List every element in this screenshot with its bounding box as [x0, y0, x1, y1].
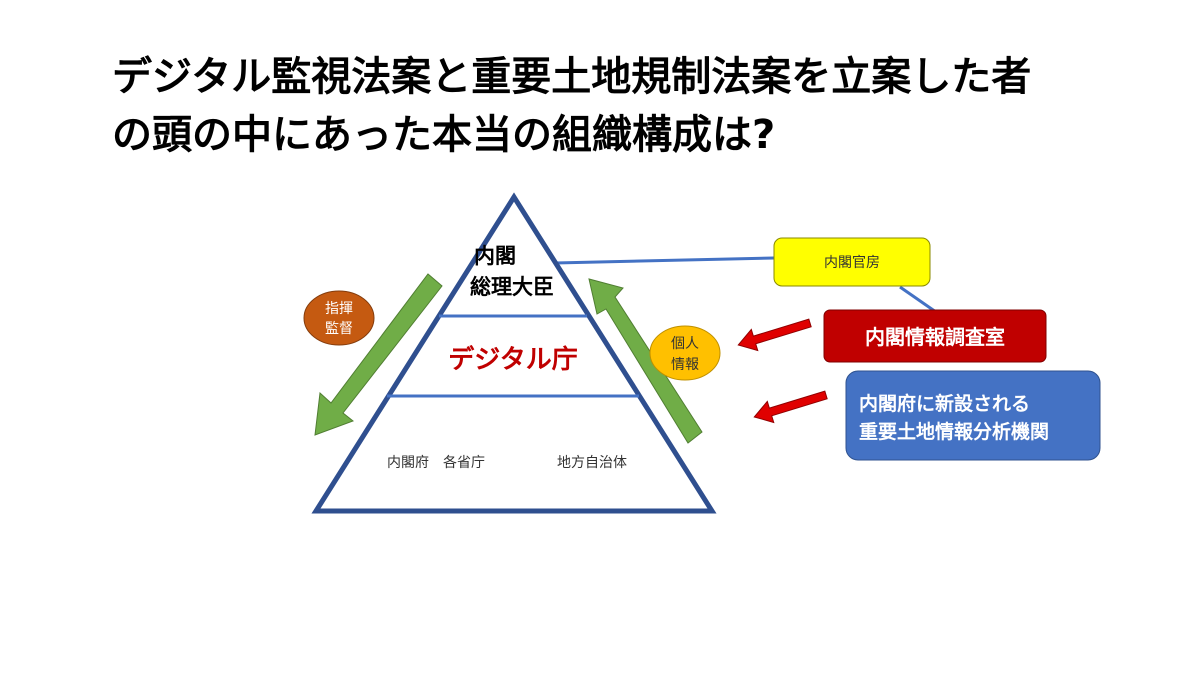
data-flow-arrow	[588, 278, 703, 444]
command-oval-shape	[303, 290, 375, 346]
pyramid-top-label-line-2: 総理大臣	[470, 275, 554, 299]
command-oval-line-2: 監督	[325, 320, 353, 337]
pyramid-bottom-left-label: 内閣府 各省庁	[387, 455, 485, 471]
land-agency-box-shape	[845, 370, 1101, 461]
pyramid: 内閣 総理大臣 デジタル庁 内閣府 各省庁 地方自治体	[311, 192, 717, 514]
command-arrow	[314, 273, 443, 436]
pyramid-bottom-right-label: 地方自治体	[557, 455, 627, 471]
connector-secretariat-to-intelligence	[899, 285, 937, 314]
cabinet-secretariat-box: 内閣官房	[773, 237, 931, 287]
connector-cabinet-to-secretariat	[554, 256, 775, 265]
cabinet-secretariat-label: 内閣官房	[824, 255, 880, 271]
intelligence-arrow	[737, 318, 812, 352]
pyramid-outline	[311, 192, 717, 514]
personal-info-oval-shape	[649, 325, 721, 381]
command-oval: 指揮 監督	[303, 290, 375, 346]
personal-info-oval-line-2: 情報	[671, 357, 699, 373]
cabinet-intelligence-label: 内閣情報調査室	[865, 325, 1005, 349]
pyramid-top-label-line-1: 内閣	[474, 244, 516, 268]
land-agency-box: 内閣府に新設される 重要土地情報分析機関	[845, 370, 1101, 461]
land-agency-label-line-1: 内閣府に新設される	[859, 392, 1030, 415]
personal-info-oval: 個人 情報	[649, 325, 721, 381]
cabinet-intelligence-box-shape	[823, 309, 1047, 363]
intelligence-arrow-shape	[737, 318, 812, 352]
land-agency-arrow	[753, 390, 828, 424]
pyramid-middle-label: デジタル庁	[448, 344, 577, 375]
slide-title-line-1: デジタル監視法案と重要土地規制法案を立案した者	[112, 54, 1032, 100]
slide-title-line-2: の頭の中にあった本当の組織構成は?	[112, 112, 776, 158]
cabinet-intelligence-box: 内閣情報調査室	[823, 309, 1047, 363]
command-oval-line-1: 指揮	[325, 301, 353, 317]
cabinet-secretariat-box-shape	[773, 237, 931, 287]
land-agency-arrow-shape	[753, 390, 828, 424]
land-agency-label-line-2: 重要土地情報分析機関	[859, 420, 1049, 443]
personal-info-oval-line-1: 個人	[671, 336, 699, 352]
